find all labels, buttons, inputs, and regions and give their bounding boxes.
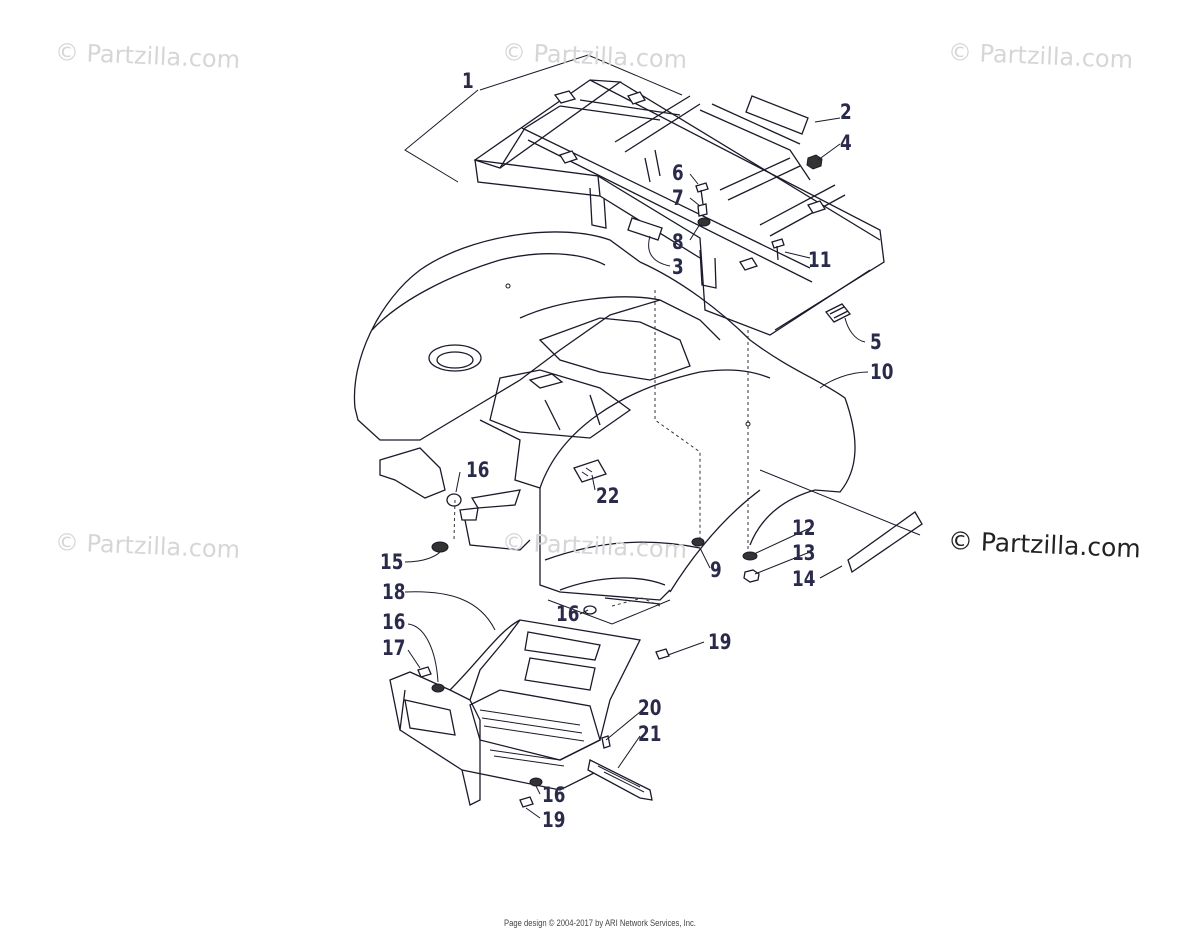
callout-19-right: 19 <box>708 630 732 654</box>
callout-11: 11 <box>808 248 832 272</box>
callout-3: 3 <box>672 255 684 279</box>
alignment-lines <box>453 290 749 607</box>
screw-17 <box>417 666 432 678</box>
nut-9 <box>691 537 705 547</box>
bumper-5 <box>824 303 852 323</box>
plug-16a <box>446 493 462 507</box>
callout-17: 17 <box>382 636 406 660</box>
callout-1: 1 <box>462 69 474 93</box>
callout-21: 21 <box>638 722 662 746</box>
callout-19-bottom: 19 <box>542 808 566 832</box>
washer-8 <box>697 217 711 227</box>
callout-20: 20 <box>638 696 662 720</box>
callout-13: 13 <box>792 541 816 565</box>
nut-16b <box>583 605 597 615</box>
grommet-15 <box>431 541 449 553</box>
screw-19b <box>519 796 534 808</box>
callout-9: 9 <box>710 558 722 582</box>
spacer-7 <box>697 203 708 217</box>
callout-4: 4 <box>840 131 852 155</box>
nut-4 <box>806 154 823 170</box>
rear-fender <box>353 231 856 605</box>
rear-rack <box>473 79 885 336</box>
callout-16-left: 16 <box>382 610 406 634</box>
footwell <box>389 619 641 806</box>
callout-5: 5 <box>870 330 882 354</box>
callout-12: 12 <box>792 516 816 540</box>
callout-16-upper: 16 <box>466 458 490 482</box>
nut-13 <box>743 569 760 583</box>
screw-11 <box>771 238 785 261</box>
callout-16-bottom: 16 <box>542 783 566 807</box>
decal-2 <box>745 95 809 135</box>
callout-10: 10 <box>870 360 894 384</box>
screw-19a <box>655 648 670 660</box>
footer-copyright: Page design © 2004-2017 by ARI Network S… <box>504 918 696 928</box>
decal-3 <box>627 217 663 241</box>
callout-22: 22 <box>596 484 620 508</box>
bolt-6 <box>695 182 709 205</box>
callout-7: 7 <box>672 186 684 210</box>
decal-14 <box>847 511 923 574</box>
nut-16c <box>431 683 445 693</box>
nut-16d <box>529 777 543 787</box>
callout-8: 8 <box>672 230 684 254</box>
callout-18: 18 <box>382 580 406 604</box>
washer-12 <box>742 551 758 561</box>
callout-16-center: 16 <box>556 602 580 626</box>
callout-2: 2 <box>840 100 852 124</box>
callout-15: 15 <box>380 550 404 574</box>
callout-14: 14 <box>792 567 816 591</box>
leader-lines <box>404 54 921 819</box>
callout-6: 6 <box>672 161 684 185</box>
